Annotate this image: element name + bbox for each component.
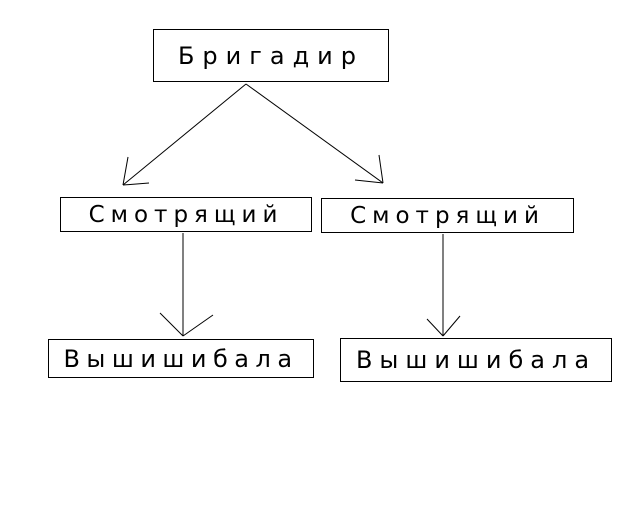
arrowhead-left-supervisor-icon xyxy=(122,156,150,186)
node-worker-left-label: Вышишибала xyxy=(63,344,299,373)
node-brigadir: Бригадир xyxy=(153,29,389,82)
edge-root-to-right-supervisor xyxy=(245,83,384,184)
node-supervisor-left: Смотрящий xyxy=(60,197,312,232)
node-supervisor-right: Смотрящий xyxy=(321,198,574,233)
node-supervisor-left-label: Смотрящий xyxy=(88,201,284,228)
arrowhead-left-worker-icon xyxy=(159,312,214,337)
node-worker-right-label: Вышишибала xyxy=(355,346,597,374)
node-worker-left: Вышишибала xyxy=(48,339,314,378)
node-brigadir-label: Бригадир xyxy=(177,41,365,70)
arrowhead-right-supervisor-icon xyxy=(354,154,384,184)
node-worker-right: Вышишибала xyxy=(340,338,612,382)
arrowhead-right-worker-icon xyxy=(426,315,461,337)
node-supervisor-right-label: Смотрящий xyxy=(350,202,545,229)
edge-root-to-left-supervisor xyxy=(122,83,247,186)
